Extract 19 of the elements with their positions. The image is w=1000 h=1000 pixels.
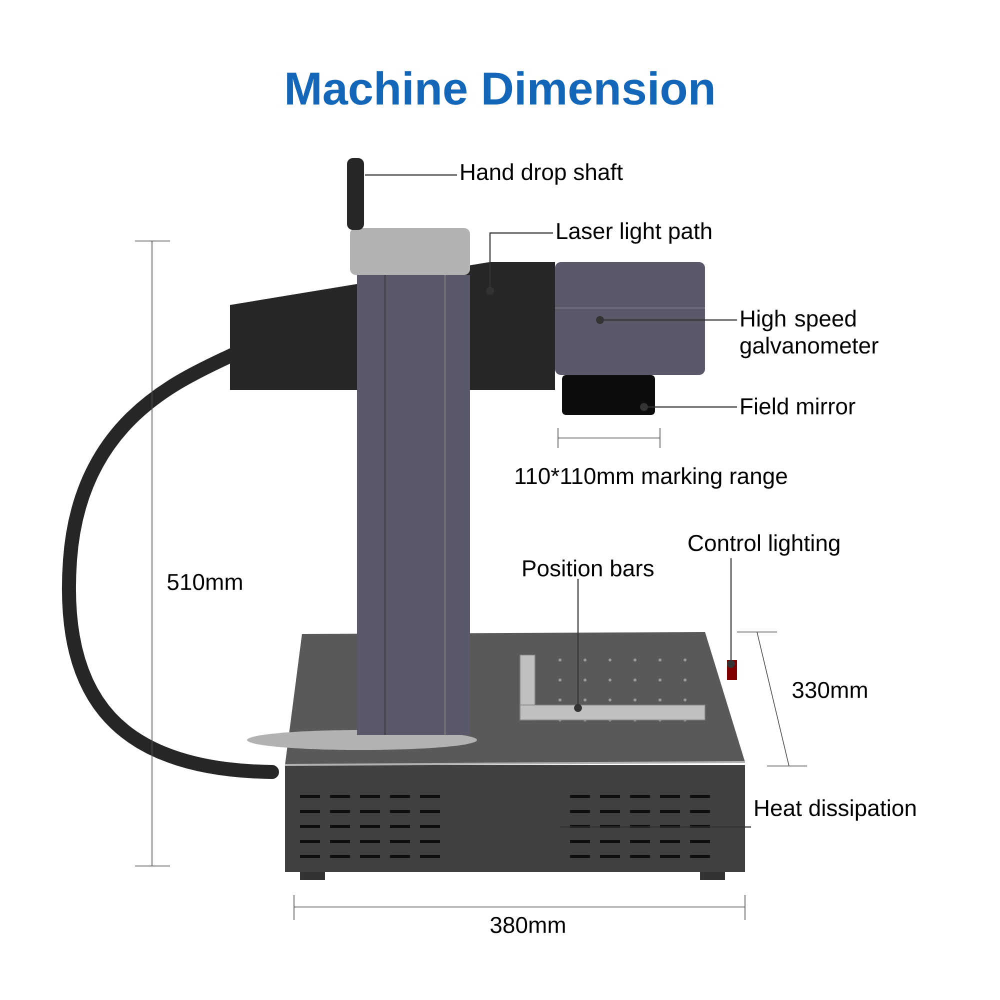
callout-text: Control lighting bbox=[688, 534, 840, 556]
leader-line bbox=[560, 826, 751, 828]
callout-text: Position bars bbox=[523, 560, 654, 576]
dimension-label: 380mm bbox=[490, 916, 565, 934]
dimension-label: 110*110mm marking range bbox=[516, 467, 787, 489]
leader-line bbox=[727, 558, 735, 668]
callout-text: High speed galvanometer bbox=[740, 310, 878, 358]
leader-line bbox=[574, 578, 582, 712]
callout-text: Heat dissipation bbox=[755, 799, 916, 821]
callout-text: Laser light path bbox=[557, 222, 712, 244]
leader-line bbox=[640, 403, 738, 411]
callout-text: Hand drop shaft bbox=[461, 163, 623, 185]
title: Machine Dimension bbox=[287, 71, 714, 105]
dimension-label: 510mm bbox=[168, 574, 242, 590]
leader-line bbox=[596, 316, 738, 324]
callout-text: Field mirror bbox=[741, 398, 856, 414]
dimension-label: 330mm bbox=[792, 682, 867, 698]
leader-line bbox=[486, 232, 553, 295]
leader-line bbox=[365, 174, 457, 176]
